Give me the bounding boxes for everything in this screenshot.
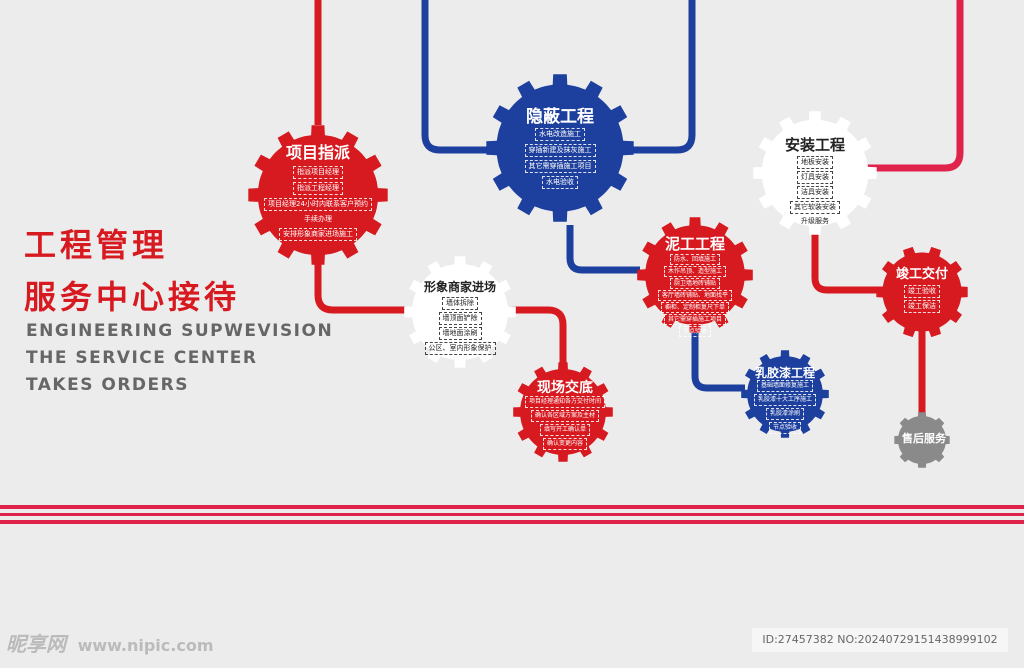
pipe-install-complete <box>811 230 885 294</box>
stripe-line <box>0 513 1024 516</box>
project-item: 手续办理 <box>304 215 332 223</box>
concealed-item: 其它需穿插施工项目 <box>524 160 596 173</box>
complete-item: 竣工验收 <box>904 285 940 298</box>
gear-title-handover: 现场交底 <box>537 380 593 396</box>
gear-title-image: 形象商家进场 <box>423 280 496 294</box>
masonry-item: 木作吊顶、造型施工 <box>663 266 726 277</box>
watermark-logo-text: 昵享网 <box>6 632 66 656</box>
image-item: 公区、室内形象保护 <box>424 342 496 355</box>
paint-item: 乳胶漆涂刷 <box>765 408 804 420</box>
handover-item: 确认变更内容 <box>542 438 587 450</box>
gear-title-complete: 竣工交付 <box>895 267 948 282</box>
gear-items-project: 指派项目经理 指派工程经理 项目经理24小时内联系客户预约 手续办理 安排形象商… <box>250 166 386 241</box>
masonry-item: 客厅墙砖铺贴、地面找平 <box>657 290 732 301</box>
masonry-item: 厨卫墙地砖铺贴 <box>669 278 720 289</box>
image-item: 墙体拆除 <box>442 297 478 310</box>
gear-masonry <box>637 217 753 333</box>
gear-concealed <box>486 74 634 222</box>
watermark-logo: 昵享网 www.nipic.com <box>6 628 214 657</box>
pipe-concealed-right <box>625 0 696 154</box>
project-item: 安排形象商家进场施工 <box>279 228 357 241</box>
gear-install <box>753 111 877 235</box>
pipe-project-image <box>314 240 405 314</box>
masonry-item: 节点验收 <box>678 326 711 337</box>
watermark-site: www.nipic.com <box>77 636 214 655</box>
concealed-item: 穿插新建及抹灰施工 <box>524 144 596 157</box>
pipe-image-handover <box>505 306 567 365</box>
gear-items-complete: 竣工验收 竣工保洁 <box>882 285 962 313</box>
gear-title-project: 项目指派 <box>285 143 350 162</box>
gear-project <box>248 125 388 265</box>
project-item: 指派工程经理 <box>293 182 343 195</box>
gear-aftersale <box>894 412 950 468</box>
gear-complete <box>876 246 968 338</box>
headline-line-1: 工程管理 <box>24 226 169 264</box>
image-item: 墙顶面铲除 <box>438 312 482 325</box>
stripe-line <box>0 505 1024 509</box>
gear-items-image: 墙体拆除 墙顶面铲除 墙地面涂刷 公区、室内形象保护 <box>405 297 515 355</box>
pipe-install-right <box>860 0 964 172</box>
handover-item: 项目经理通知各方交付时间 <box>524 396 605 408</box>
handover-item: 填写开工确认单 <box>539 424 590 436</box>
english-line-1: ENGINEERING SUPWEVISION <box>26 321 334 341</box>
masonry-item: 其它需穿插施工项目 <box>663 314 726 325</box>
handover-item: 确认各区域方案及主材 <box>530 410 599 422</box>
install-item: 洁具安装 <box>797 186 833 199</box>
gear-items-masonry: 防水、回填施工 木作吊顶、造型施工 厨卫墙地砖铺贴 客厅墙砖铺贴、地面找平 橱柜… <box>640 254 750 337</box>
english-line-3: TAKES ORDERS <box>26 375 189 395</box>
project-item: 指派项目经理 <box>293 166 343 179</box>
gear-title-masonry: 泥工工程 <box>664 235 725 253</box>
pipe-masonry-paint <box>691 330 745 392</box>
gear-items-concealed: 水电改造施工 穿插新建及抹灰施工 其它需穿插施工项目 水电验收 <box>500 128 620 189</box>
image-id-bar: ID:27457382 NO:20240729151438999102 <box>752 628 1008 652</box>
concealed-item: 水电改造施工 <box>535 128 585 141</box>
pipe-concealed-masonry <box>566 225 640 274</box>
install-item: 其它软装安装 <box>790 201 840 214</box>
pipe-concealed-top <box>421 0 495 154</box>
install-item: 灯具安装 <box>797 171 833 184</box>
gear-items-handover: 项目经理通知各方交付时间 确认各区域方案及主材 填写开工确认单 确认变更内容 <box>510 396 620 450</box>
install-item: 地板安装 <box>797 156 833 169</box>
gear-title-paint: 乳胶漆工程 <box>754 366 815 380</box>
concealed-item: 水电验收 <box>542 176 578 189</box>
english-line-2: THE SERVICE CENTER <box>26 348 258 368</box>
gear-items-install: 地板安装 灯具安装 洁具安装 其它软装安装 升级服务 <box>765 156 865 227</box>
masonry-item: 橱柜、定制柜复尺下单 <box>660 302 729 313</box>
gear-items-paint: 基础墙面修复施工 乳胶漆十大工序施工 乳胶漆涂刷 节点验收 <box>735 380 835 434</box>
image-item: 墙地面涂刷 <box>438 327 482 340</box>
gear-title-install: 安装工程 <box>784 136 845 154</box>
gear-handover <box>513 362 613 462</box>
headline-line-2: 服务中心接待 <box>24 278 241 316</box>
project-item: 项目经理24小时内联系客户预约 <box>264 198 372 211</box>
paint-item: 节点验收 <box>768 422 801 434</box>
gear-title-concealed: 隐蔽工程 <box>526 107 594 127</box>
paint-item: 基础墙面修复施工 <box>756 380 813 392</box>
complete-item: 竣工保洁 <box>904 300 940 313</box>
gear-title-aftersale: 售后服务 <box>902 432 946 445</box>
paint-item: 乳胶漆十大工序施工 <box>753 394 816 406</box>
install-item: 升级服务 <box>801 217 829 225</box>
masonry-item: 防水、回填施工 <box>669 254 720 265</box>
stripe-line <box>0 520 1024 524</box>
